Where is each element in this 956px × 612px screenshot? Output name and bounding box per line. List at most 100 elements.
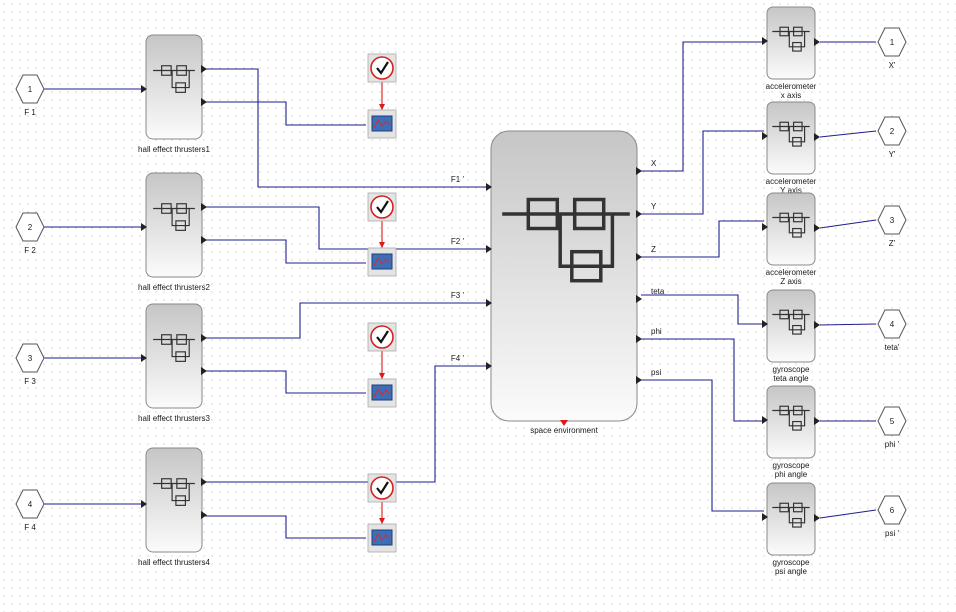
wire-env-psi[interactable] xyxy=(641,379,764,512)
sensor-body-3 xyxy=(766,192,816,266)
clock-block-2[interactable] xyxy=(367,192,397,222)
wire-thr2-env[interactable] xyxy=(204,206,488,250)
blocks-layer: 1F 1 2F 2 3F 3 4F 4 hall effect thrusters1 ha… xyxy=(15,6,907,576)
superblock-icon xyxy=(153,334,195,362)
output-port-6-label: psi ' xyxy=(885,529,899,538)
input-port-block-1[interactable]: 1F 1 xyxy=(15,74,45,117)
wire-sensor-output-6[interactable] xyxy=(819,509,877,519)
output-port-block-1[interactable]: 1X' xyxy=(877,27,907,70)
superblock-icon xyxy=(772,502,810,528)
scope-block-1[interactable] xyxy=(367,109,397,139)
input-port-block-4[interactable]: 4F 4 xyxy=(15,489,45,532)
superblock-icon-box1 xyxy=(526,197,560,231)
wire-thr2-scope[interactable] xyxy=(204,239,366,264)
clock-block-3[interactable] xyxy=(367,322,397,352)
output-port-3-number: 3 xyxy=(890,216,895,225)
env-output-label-2: Y xyxy=(651,202,657,211)
scope-trace xyxy=(373,388,391,398)
wire-thr1-env[interactable] xyxy=(204,68,488,188)
input-port-2-number: 2 xyxy=(28,223,33,232)
scope-block-3[interactable] xyxy=(367,378,397,408)
superblock-icon-box3 xyxy=(175,220,186,231)
wire-env-phi[interactable] xyxy=(641,338,764,422)
scope-block-4[interactable] xyxy=(367,523,397,553)
wire-sensor-output-2[interactable] xyxy=(819,130,877,138)
input-port-1-number: 1 xyxy=(28,85,33,94)
superblock-icon-box1 xyxy=(779,26,790,37)
clock-block-4[interactable] xyxy=(367,473,397,503)
output-port-block-2[interactable]: 2Y' xyxy=(877,116,907,159)
input-port-block-2[interactable]: 2F 2 xyxy=(15,212,45,255)
wire-thr4-scope[interactable] xyxy=(204,515,366,539)
sensor-label-4-line2: teta angle xyxy=(773,374,809,383)
wire-env-y[interactable] xyxy=(641,130,764,215)
output-port-arrow xyxy=(201,334,207,342)
superblock-icon xyxy=(772,212,810,238)
thruster-label-3: hall effect thrusters3 xyxy=(138,414,210,423)
superblock-icon-box1 xyxy=(161,478,172,489)
wire-env-x[interactable] xyxy=(641,41,764,172)
input-port-arrow xyxy=(486,362,492,370)
env-output-label-1: X xyxy=(651,159,657,168)
output-port-2-hexagon xyxy=(877,116,907,146)
wire-thr1-scope[interactable] xyxy=(204,101,366,126)
env-output-label-4: teta xyxy=(651,287,665,296)
clock-block-1[interactable] xyxy=(367,53,397,83)
superblock-icon-box3 xyxy=(792,41,802,52)
env-output-label-5: phi xyxy=(651,327,662,336)
sensor-label-2-line1: accelerometer xyxy=(766,177,817,186)
output-port-arrow xyxy=(636,210,642,218)
thruster-block-2[interactable]: hall effect thrusters2 xyxy=(138,172,210,292)
superblock-icon-loop xyxy=(171,483,190,502)
check-icon xyxy=(376,61,389,75)
output-port-1-label: X' xyxy=(889,61,896,70)
input-port-block-3[interactable]: 3F 3 xyxy=(15,343,45,386)
scope-icon xyxy=(371,384,393,401)
input-port-arrow xyxy=(486,299,492,307)
superblock-icon-box1 xyxy=(779,309,790,320)
output-port-1-number: 1 xyxy=(890,38,895,47)
output-port-arrow xyxy=(201,236,207,244)
env-input-label-4: F4 ' xyxy=(451,354,465,363)
wire-thr3-scope[interactable] xyxy=(204,370,366,394)
input-port-arrow xyxy=(141,85,147,93)
superblock-icon-box2 xyxy=(792,121,803,132)
output-port-block-3[interactable]: 3Z' xyxy=(877,205,907,248)
sensor-body-1 xyxy=(766,6,816,80)
event-link-4-arrow xyxy=(379,518,385,524)
output-port-arrow xyxy=(814,133,820,141)
wire-env-teta[interactable] xyxy=(641,294,764,325)
input-port-4-label: F 4 xyxy=(24,523,36,532)
wire-thr3-env[interactable] xyxy=(204,302,488,339)
clock-icon xyxy=(370,56,394,80)
output-port-arrow xyxy=(201,511,207,519)
output-port-arrow xyxy=(814,417,820,425)
scope-block-2[interactable] xyxy=(367,247,397,277)
space-environment-label: space environment xyxy=(530,426,598,435)
scope-trace xyxy=(373,533,391,543)
output-port-arrow xyxy=(636,335,642,343)
superblock-icon-box2 xyxy=(792,405,803,416)
input-port-3-hexagon xyxy=(15,343,45,373)
wire-sensor-output-3[interactable] xyxy=(819,219,877,229)
scope-icon xyxy=(371,529,393,546)
thruster-block-4[interactable]: hall effect thrusters4 xyxy=(138,447,210,567)
sensor-body-4 xyxy=(766,289,816,363)
thruster-block-3[interactable]: hall effect thrusters3 xyxy=(138,303,210,423)
thruster-block-1[interactable]: hall effect thrusters1 xyxy=(138,34,210,154)
env-output-label-3: Z xyxy=(651,245,656,254)
wire-sensor-output-4[interactable] xyxy=(819,323,877,326)
wire-thr4-env[interactable] xyxy=(204,365,488,483)
wire-env-z[interactable] xyxy=(641,220,764,258)
scope-icon xyxy=(371,253,393,270)
